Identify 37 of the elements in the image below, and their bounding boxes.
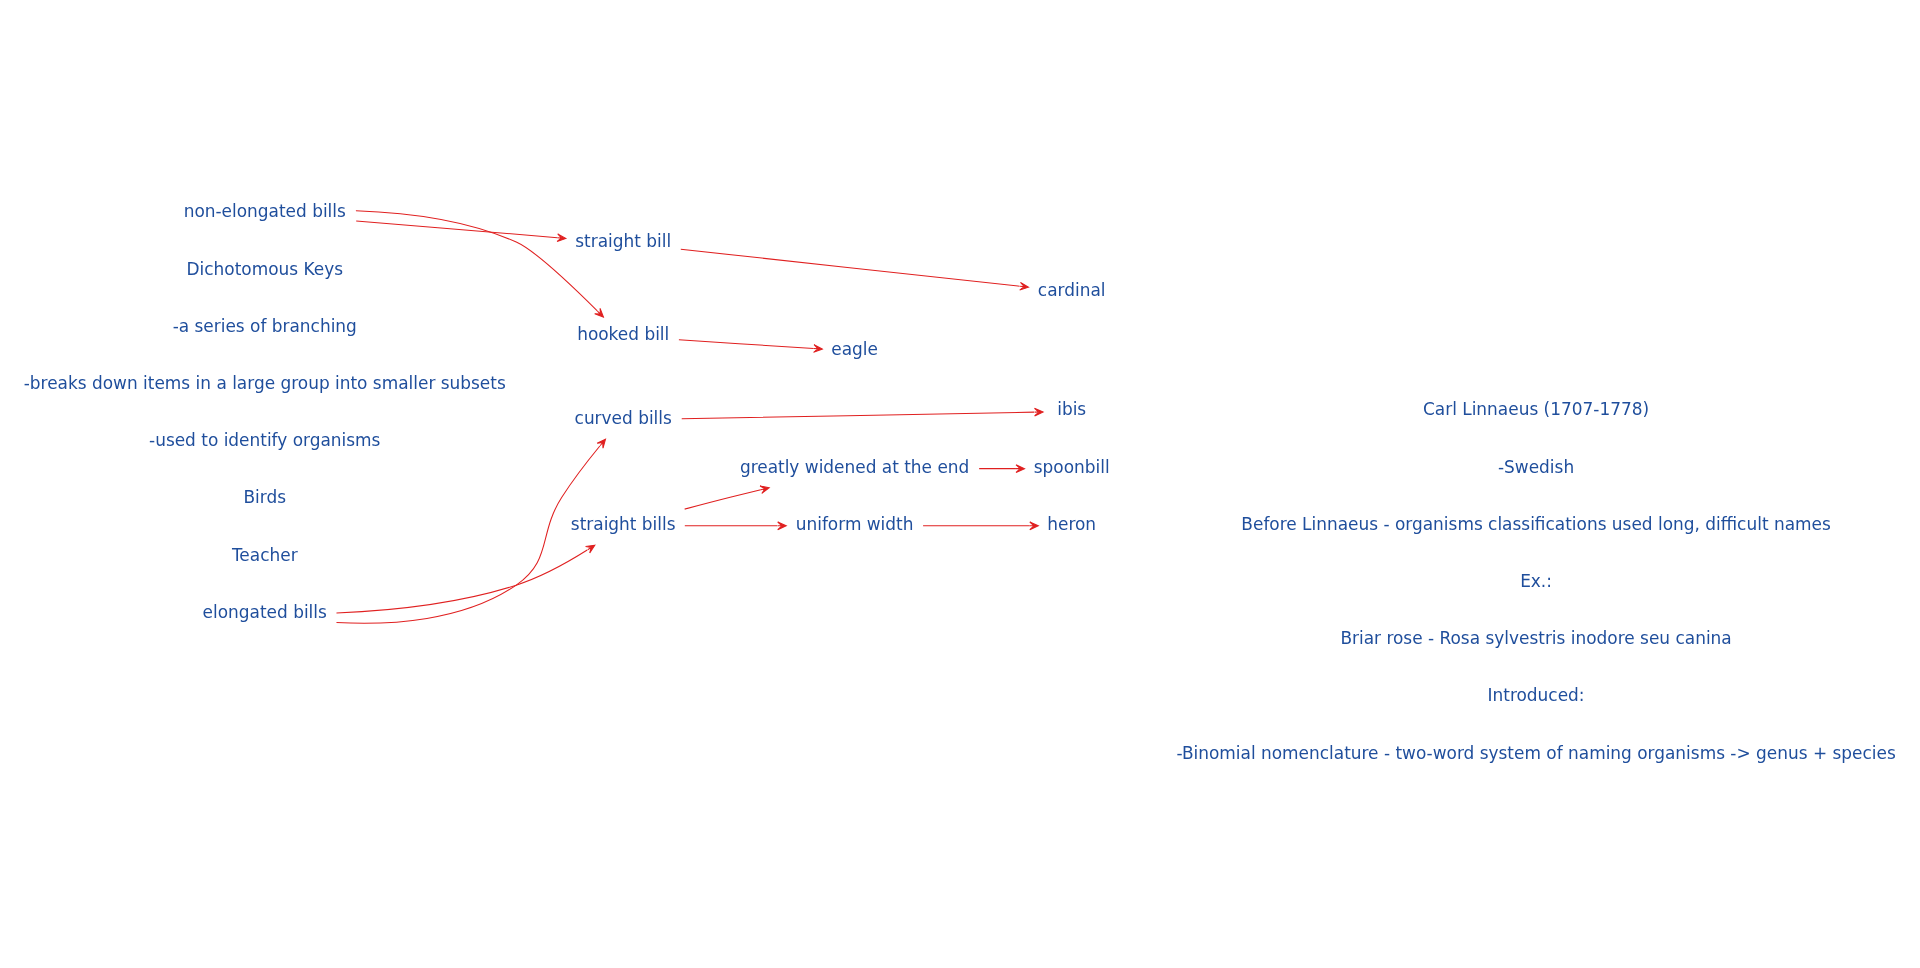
label: Carl Linnaeus (1707-1778) (1422, 399, 1649, 420)
arrow (677, 339, 823, 353)
arrow (978, 464, 1025, 473)
label: Introduced: (1487, 685, 1585, 706)
node-text: straight bill (574, 231, 671, 252)
node-text: spoonbill (1033, 456, 1110, 477)
node-text: heron (1046, 513, 1096, 534)
node-text: elongated bills (202, 601, 327, 622)
label: Ex.: (1519, 571, 1552, 592)
node-text: non-elongated bills (183, 201, 346, 222)
label: -Swedish (1497, 456, 1574, 477)
arrow (680, 407, 1044, 420)
node-text: eagle (830, 339, 878, 360)
label: -used to identify organisms (148, 430, 380, 451)
node-text: straight bills (570, 513, 676, 534)
label: Dichotomous Keys (186, 258, 343, 279)
arrow (922, 521, 1039, 531)
arrow (679, 248, 1029, 291)
node-text: cardinal (1037, 279, 1106, 300)
arrow (683, 485, 770, 510)
arrow (683, 521, 787, 531)
label: -Binomial nomenclature - two-word system of naming organisms -> genus + species (1175, 742, 1896, 763)
arrow (354, 210, 604, 318)
label: Briar rose - Rosa sylvestris inodore seu canina (1339, 628, 1732, 649)
label: Before Linnaeus - organisms classifications used long, difficult names (1240, 513, 1831, 534)
node-text: greatly widened at the end (739, 456, 969, 477)
arrow (355, 220, 566, 242)
node-text: ibis (1056, 399, 1086, 420)
label: -breaks down items in a large group into smaller subsets (23, 373, 506, 394)
label: -a series of branching (172, 315, 357, 336)
arrow (335, 544, 595, 614)
arrow (335, 438, 606, 624)
node-text: uniform width (795, 513, 913, 534)
node-text: curved bills (574, 407, 672, 428)
label: Birds (242, 487, 286, 508)
label: Teacher (231, 544, 298, 565)
node-text: hooked bill (576, 324, 669, 345)
